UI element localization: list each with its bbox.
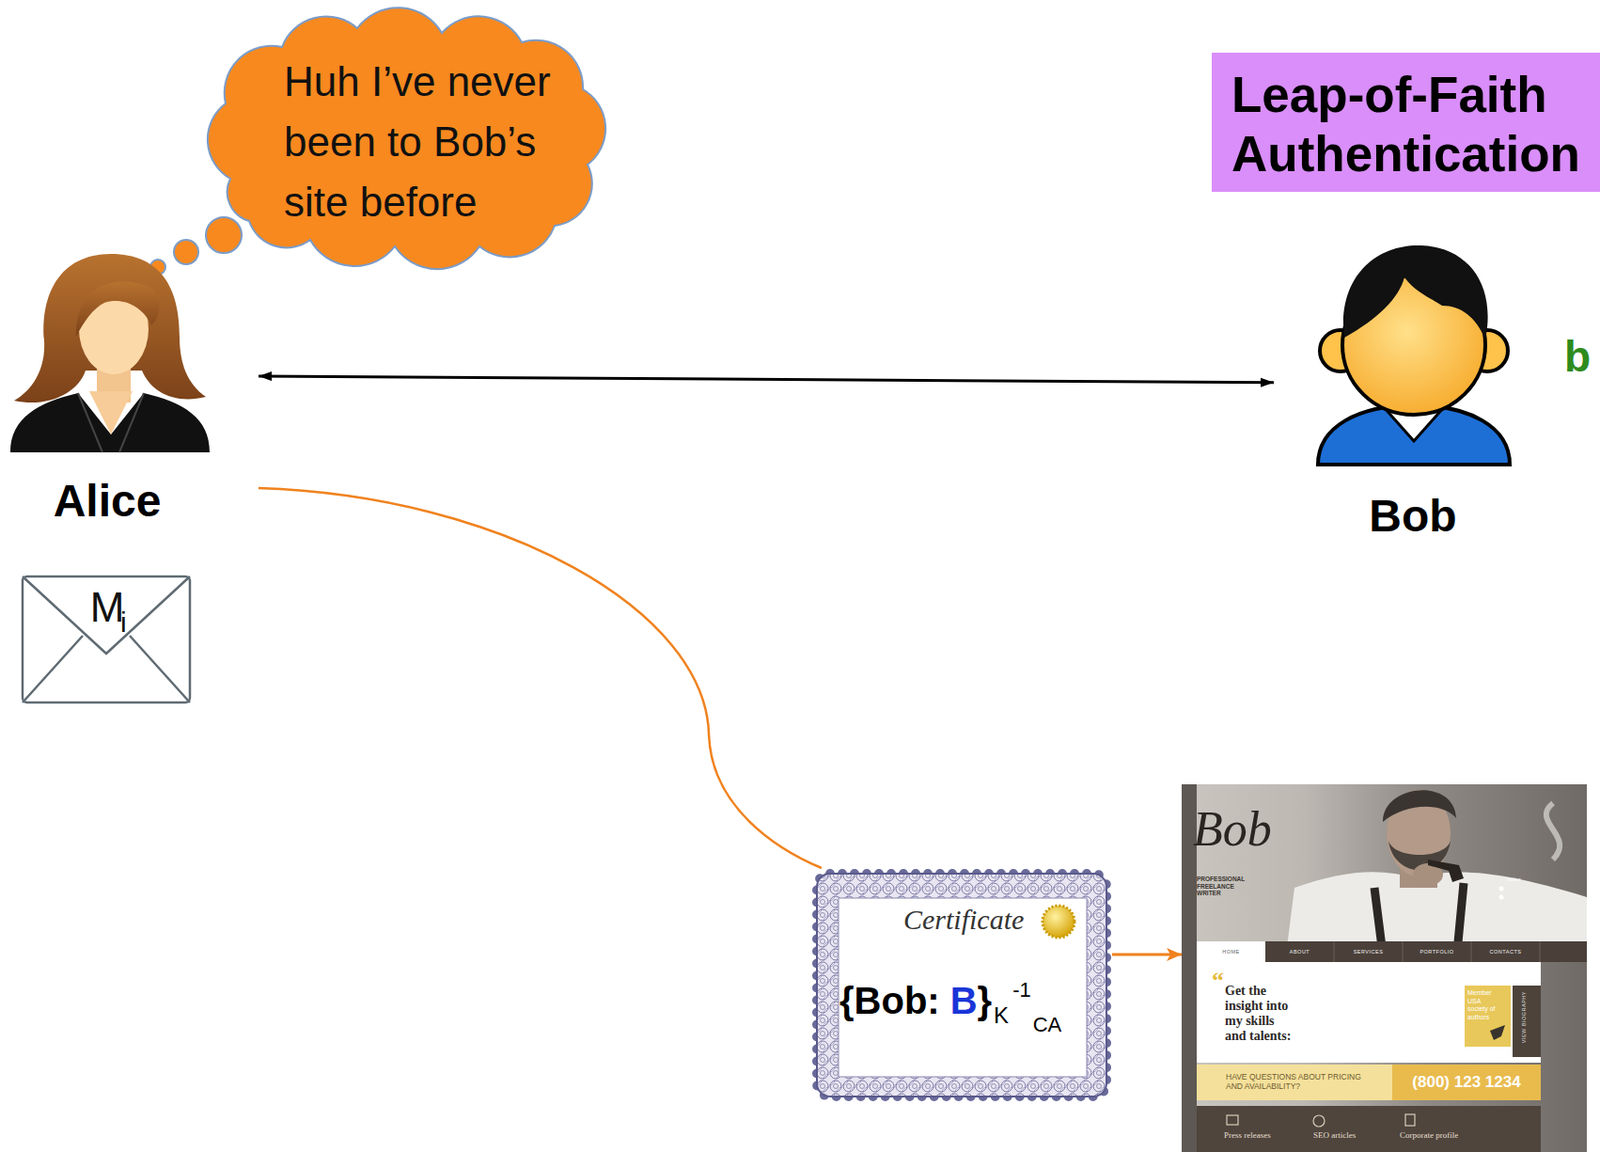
thought-bubble	[173, 239, 199, 265]
formula-text: }	[977, 981, 993, 1020]
member-badge	[1464, 985, 1511, 1047]
double-arrow	[258, 376, 1274, 383]
footer-link: SEO articles	[1313, 1129, 1356, 1141]
hair	[1343, 245, 1489, 340]
social-link: twitter	[1506, 876, 1522, 883]
cloud-outline	[207, 7, 606, 269]
person-name: Bob	[1273, 489, 1553, 542]
key-label: b	[1564, 334, 1591, 378]
envelope-body	[22, 576, 190, 703]
site-tagline: PROFESSIONAL FREELANCE WRITER	[1196, 875, 1250, 897]
guilloche-border	[816, 873, 1107, 1097]
lapel	[78, 392, 144, 453]
key-subscript: K	[993, 996, 1009, 1035]
certificate-frame	[816, 873, 1107, 1097]
member-badge-text: Member USA society of authors	[1467, 988, 1500, 1021]
bio-link: VIEW BIOGRAPHY	[1521, 990, 1528, 1043]
certificate: Certificate {Bob:B}K-1CA	[811, 867, 1113, 1102]
formula-text: {Bob:	[839, 981, 941, 1020]
message-subscript: i	[120, 606, 127, 639]
footer-icon	[1313, 1114, 1325, 1127]
certificate-formula: {Bob:B}K-1CA	[839, 981, 1062, 1026]
social-icon	[1499, 886, 1505, 892]
question-band	[1196, 1064, 1393, 1100]
site-headline: Get the insight into my skills and talen…	[1224, 983, 1297, 1044]
social-icon	[1499, 894, 1505, 900]
bio-strip	[1512, 985, 1541, 1057]
key-superscript: -1	[1012, 971, 1032, 1009]
bob-figure	[1317, 245, 1510, 465]
hair	[14, 253, 206, 403]
footer-link: Press releases	[1223, 1129, 1271, 1141]
envelope-icon	[22, 576, 190, 703]
nav-tab: HOME	[1196, 941, 1266, 962]
certificate-panel	[838, 897, 1087, 1077]
thought-cloud: Huh I’ve never been to Bob’s site before	[141, 9, 621, 283]
gold-seal	[1042, 905, 1075, 938]
footer-icon	[1226, 1114, 1239, 1125]
nav-tab: ABOUT	[1265, 941, 1334, 962]
thought-cloud-shape	[150, 7, 606, 275]
website-screenshot	[1181, 784, 1587, 1152]
alice-figure	[10, 253, 210, 453]
badge-bird	[1490, 1024, 1506, 1040]
bangs	[76, 281, 159, 337]
scallop-edge	[816, 873, 1107, 1097]
phone-band	[1392, 1064, 1541, 1100]
footer-icon	[1405, 1113, 1415, 1126]
photo-background	[1181, 784, 1587, 1152]
nav-tab: PORTFOLIO	[1402, 941, 1472, 962]
envelope-flap	[22, 576, 190, 703]
person-bob: Bob	[1273, 235, 1556, 536]
title-banner: Leap-of-Faith Authentication	[1211, 52, 1600, 192]
nav-tab: SERVICES	[1333, 941, 1403, 962]
hair	[1382, 789, 1457, 822]
website-screenshot: BobPROFESSIONAL FREELANCE WRITER twitterH…	[1181, 784, 1587, 1152]
public-key: B	[950, 981, 978, 1020]
key-subscript: CA	[1033, 1005, 1063, 1044]
phone-number: (800) 123 1234	[1392, 1067, 1541, 1097]
neckline	[89, 391, 133, 435]
footer-link: Corporate profile	[1399, 1129, 1459, 1141]
smoke	[1546, 802, 1560, 860]
pipe	[1427, 859, 1464, 882]
message-envelope: Mi	[22, 576, 190, 703]
nav-bar	[1265, 941, 1587, 962]
content-panel	[1196, 961, 1541, 1063]
nav-tab: CONTACTS	[1471, 941, 1540, 962]
nav-separators	[1333, 941, 1540, 962]
thought-bubble	[205, 217, 242, 253]
person-name: Alice	[0, 474, 215, 527]
certificate-heading: Certificate	[903, 903, 1024, 936]
footer-bar	[1196, 1105, 1541, 1152]
thought-text: Huh I’ve never been to Bob’s site before	[283, 51, 585, 233]
pricing-question: HAVE QUESTIONS ABOUT PRICING AND AVAILAB…	[1225, 1071, 1372, 1091]
site-logo: Bob	[1192, 802, 1272, 856]
person-alice: Alice	[0, 246, 259, 529]
orange-arrow	[1112, 953, 1182, 957]
quote-mark: “	[1211, 968, 1224, 993]
orange-curve	[258, 487, 822, 868]
nav-tab-active	[1196, 941, 1266, 962]
